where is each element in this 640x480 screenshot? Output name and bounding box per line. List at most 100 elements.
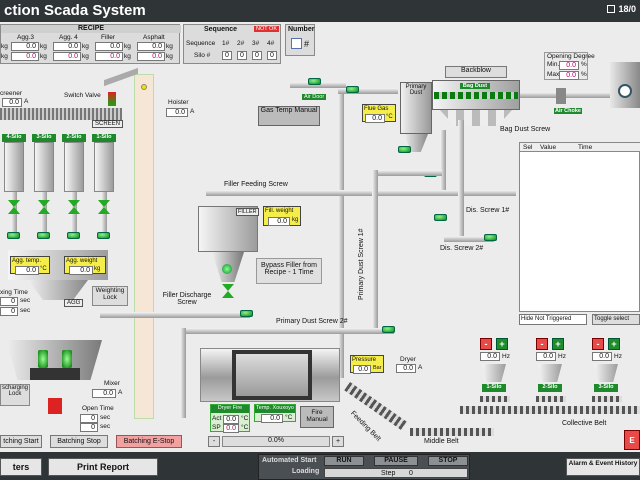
temp-panel: Temp. Xouxoyo 0.0 °C <box>254 404 296 423</box>
recipe-setpoint[interactable]: 0.0 <box>137 52 165 61</box>
batching-stop-button[interactable]: Batching Stop <box>50 435 108 448</box>
silo-speed-unit: Hz <box>502 353 510 360</box>
agg-weight-label: Agg. weight <box>66 258 98 264</box>
silo-speed-minus-button[interactable]: - <box>536 338 548 350</box>
min-value[interactable]: 0.0 <box>559 61 579 70</box>
number-input[interactable] <box>291 38 302 49</box>
air-choke-label: Air Choke <box>554 108 582 114</box>
recipe-setpoint[interactable]: 0.0 <box>53 52 81 61</box>
weighting-lock-button[interactable]: Weighting Lock <box>92 286 128 306</box>
elevator-chute <box>104 67 138 87</box>
silo-label: 3-Silo <box>32 134 56 142</box>
progress-plus-button[interactable]: + <box>332 436 344 447</box>
silo-gate-valve-icon[interactable] <box>7 232 20 239</box>
filler-indicator <box>222 264 232 274</box>
feed-bin <box>482 364 506 382</box>
flue-gas-unit: °C <box>386 114 393 120</box>
air-door-label: Air Door <box>302 94 327 100</box>
feeder-belt <box>536 396 566 402</box>
flue-valve-icon[interactable] <box>346 86 359 93</box>
dis-screw-pipe2 <box>440 130 446 190</box>
open-time-value2: 0 <box>80 423 98 432</box>
filler-discharge-valve-icon[interactable] <box>222 284 234 298</box>
fan-icon[interactable] <box>618 84 632 98</box>
discharge-gate-icon[interactable] <box>48 398 62 414</box>
silo-speed-value: 0.0 <box>536 352 556 361</box>
bag-dust-cones <box>440 110 512 126</box>
recipe-unit: kg <box>40 43 47 50</box>
silo-number-cell[interactable]: 0 <box>222 51 232 60</box>
backblow-button[interactable]: Backblow <box>445 66 507 78</box>
max-value[interactable]: 0.0 <box>559 71 579 80</box>
silo-gate-icon[interactable] <box>38 200 50 214</box>
dust-return-pipe <box>378 170 442 176</box>
silo-speed-plus-button[interactable]: + <box>496 338 508 350</box>
silo-speed-minus-button[interactable]: - <box>480 338 492 350</box>
silo-label: 1-Silo <box>92 134 116 142</box>
feed-bin-label: 1-Silo <box>482 384 506 392</box>
primary-dust-valve-icon[interactable] <box>398 146 411 153</box>
filler-discharge-screw-label: Filler Discharge Screw <box>162 292 212 306</box>
toggle-select-button[interactable]: Toggle select <box>592 314 640 325</box>
alarm-event-history-button[interactable]: Alarm & Event History <box>566 458 640 476</box>
sequence-status-badge: NOT OK <box>254 26 279 32</box>
bypass-filler-button[interactable]: Bypass Filler from Recipe - 1 Time <box>256 258 322 284</box>
dis-screw1-valve-icon[interactable] <box>434 214 447 221</box>
mixer-gate-right <box>62 350 72 368</box>
screener-value: 0.0 <box>2 98 22 107</box>
mixer-label: Mixer <box>104 380 120 387</box>
flue-gas-label: Flue Gas <box>364 106 389 112</box>
bag-dust-screw-label: Bag Dust Screw <box>500 126 551 133</box>
fire-manual-button[interactable]: Fire Manual <box>300 406 334 428</box>
alarm-table[interactable]: Sel Value Time <box>519 142 640 312</box>
progress-minus-button[interactable]: - <box>208 436 220 447</box>
silo-speed-plus-button[interactable]: + <box>608 338 620 350</box>
agg-temp-value: 0.0 <box>15 266 39 275</box>
silo-gate-icon[interactable] <box>98 200 110 214</box>
silo-number-cell[interactable]: 0 <box>267 51 277 60</box>
alarm-col-value: Value <box>540 144 557 151</box>
aggregate-silo <box>34 142 54 192</box>
gas-temp-manual-button[interactable]: Gas Temp Manual <box>258 106 320 126</box>
dis-screw2-label: Dis. Screw 2# <box>440 245 484 252</box>
silo-speed-unit: Hz <box>614 353 622 360</box>
collective-belt-label: Collective Belt <box>562 420 607 427</box>
recipe-value: 0.0 <box>11 42 39 51</box>
stop-button[interactable]: STOP <box>428 456 468 466</box>
batching-estop-button[interactable]: Batching E-Stop <box>116 435 182 448</box>
fill-weight-label: Fill. weight <box>265 208 294 214</box>
pause-button[interactable]: PAUSE <box>374 456 418 466</box>
silo-speed-plus-button[interactable]: + <box>552 338 564 350</box>
silo-number-cell[interactable]: 0 <box>237 51 247 60</box>
sequence-header: 1# <box>222 40 230 47</box>
agg-label: AGG <box>64 299 84 307</box>
silo-gate-valve-icon[interactable] <box>37 232 50 239</box>
open-time-sec1: sec <box>100 414 111 421</box>
silo-gate-icon[interactable] <box>8 200 20 214</box>
parameters-button[interactable]: ters <box>0 458 42 476</box>
estop-corner-button[interactable]: E <box>624 430 640 450</box>
number-suffix: # <box>304 39 310 49</box>
discharging-lock-button[interactable]: scharging Lock <box>0 384 30 406</box>
title-bar: ction Scada System 18/0 <box>0 0 640 22</box>
primary-dust-screw2-pipe <box>180 328 394 334</box>
air-door-valve-icon[interactable] <box>308 78 321 85</box>
batching-start-button[interactable]: tching Start <box>0 435 42 448</box>
primary-dust-screw2-valve-icon[interactable] <box>382 326 395 333</box>
silo-gate-valve-icon[interactable] <box>97 232 110 239</box>
recipe-setpoint[interactable]: 0.0 <box>95 52 123 61</box>
filler-discharge-screw-valve-icon[interactable] <box>240 310 253 317</box>
recipe-setpoint[interactable]: 0.0 <box>11 52 39 61</box>
silo-gate-valve-icon[interactable] <box>67 232 80 239</box>
dust-down-pipe <box>180 328 186 418</box>
alarm-filter-select[interactable]: Hide Not Triggered <box>519 314 587 325</box>
dis-screw2-valve-icon[interactable] <box>484 234 497 241</box>
silo-speed-minus-button[interactable]: - <box>592 338 604 350</box>
silo-number-cell[interactable]: 0 <box>252 51 262 60</box>
switch-valve-icon[interactable] <box>108 92 116 106</box>
print-report-button[interactable]: Print Report <box>48 458 158 476</box>
dryer-sp-value[interactable]: 0.0 <box>223 424 239 433</box>
run-button[interactable]: RUN <box>324 456 364 466</box>
silo-gate-icon[interactable] <box>68 200 80 214</box>
